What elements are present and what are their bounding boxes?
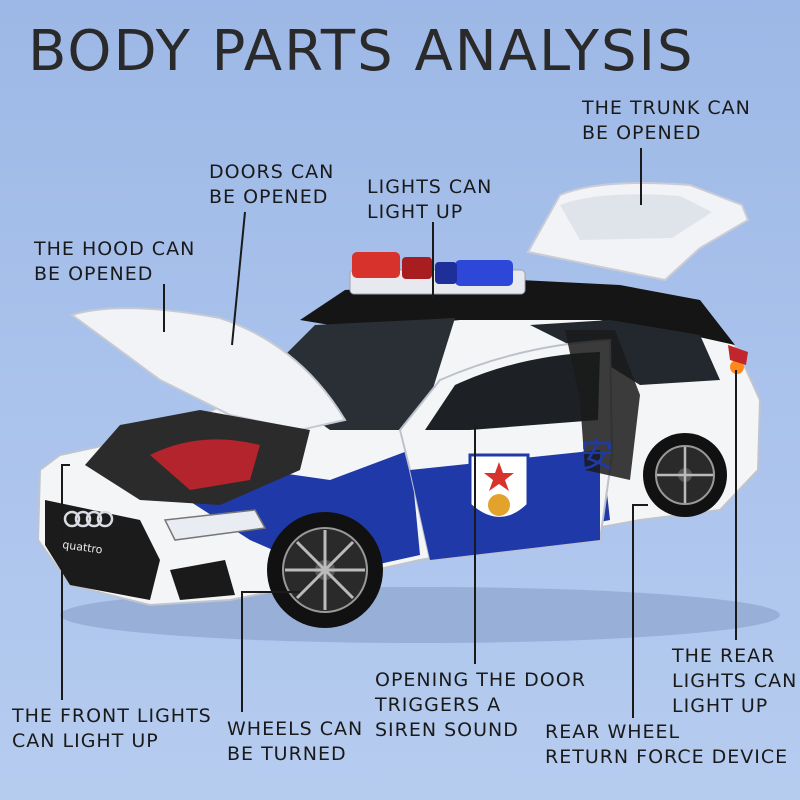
callout-line: THE FRONT LIGHTS xyxy=(12,705,212,727)
callout-line: REAR WHEEL xyxy=(545,721,681,743)
callout-line: LIGHTS CAN xyxy=(672,670,798,692)
door-character: 安 xyxy=(580,436,614,476)
red-light-2 xyxy=(402,257,432,279)
callout-hood: THE HOOD CAN BE OPENED xyxy=(34,237,195,287)
callout-wheels: WHEELS CAN BE TURNED xyxy=(227,717,363,767)
grille-badge: quattro xyxy=(62,538,104,557)
callout-line: THE REAR xyxy=(672,645,776,667)
callout-line: BE TURNED xyxy=(227,743,347,765)
callout-line: LIGHTS CAN xyxy=(367,176,493,198)
emblem-star xyxy=(484,462,514,491)
callout-rear-wheel: REAR WHEEL RETURN FORCE DEVICE xyxy=(545,720,788,770)
emblem-shield xyxy=(488,494,510,516)
car-roof xyxy=(300,280,735,345)
callout-line: OPENING THE DOOR xyxy=(375,669,586,691)
callout-line: BE OPENED xyxy=(582,122,702,144)
callout-door-siren: OPENING THE DOOR TRIGGERS A SIREN SOUND xyxy=(375,668,586,743)
callout-line: SIREN SOUND xyxy=(375,719,519,741)
callout-rear-lights: THE REAR LIGHTS CAN LIGHT UP xyxy=(672,644,797,719)
callout-line: BE OPENED xyxy=(209,186,329,208)
page-title: BODY PARTS ANALYSIS xyxy=(28,19,695,84)
callout-front-lights: THE FRONT LIGHTS CAN LIGHT UP xyxy=(12,704,212,754)
engine-cover xyxy=(150,439,260,490)
callout-line: THE HOOD CAN xyxy=(34,238,196,260)
callout-line: RETURN FORCE DEVICE xyxy=(545,746,789,768)
door-window-frame xyxy=(425,352,600,430)
rear-light-strip xyxy=(728,345,748,365)
callout-line: CAN LIGHT UP xyxy=(12,730,159,752)
fog-light xyxy=(170,560,235,600)
callout-line: TRIGGERS A xyxy=(375,694,502,716)
callout-line: LIGHT UP xyxy=(367,201,464,223)
callout-line: BE OPENED xyxy=(34,263,154,285)
headlight xyxy=(163,509,267,541)
open-rear-door xyxy=(565,330,640,480)
audi-rings xyxy=(63,510,114,528)
callout-lights: LIGHTS CAN LIGHT UP xyxy=(367,175,492,225)
callout-line: DOORS CAN xyxy=(209,161,335,183)
callout-doors: DOORS CAN BE OPENED xyxy=(209,160,334,210)
police-emblem xyxy=(468,453,530,520)
rear-wheel xyxy=(643,433,727,517)
callout-line: LIGHT UP xyxy=(672,695,769,717)
front-wheel xyxy=(267,512,383,628)
callout-line: THE TRUNK CAN xyxy=(582,97,751,119)
red-light xyxy=(352,252,400,278)
blue-light-2 xyxy=(435,262,457,284)
trunk-glass xyxy=(560,194,712,240)
blue-light xyxy=(455,260,513,286)
callout-trunk: THE TRUNK CAN BE OPENED xyxy=(582,96,751,146)
ground-shadow xyxy=(60,587,780,643)
rear-light xyxy=(730,360,744,374)
callout-lines xyxy=(61,148,737,718)
callout-line: WHEELS CAN xyxy=(227,718,364,740)
open-hood xyxy=(69,307,347,432)
